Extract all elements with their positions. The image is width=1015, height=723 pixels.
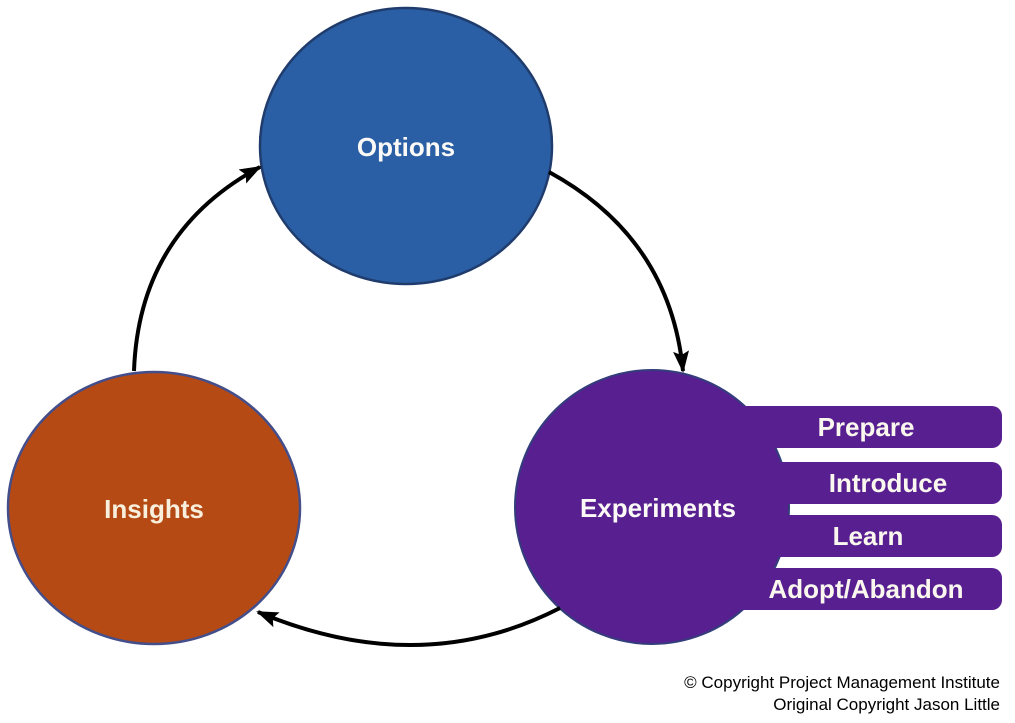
- tab-connector-patch: [738, 462, 796, 504]
- tab-connector-patches: [738, 406, 796, 610]
- arrow-options-to-experiments: [548, 170, 690, 373]
- step-label-adopt-abandon: Adopt/Abandon: [769, 574, 964, 604]
- insights-node: [6, 370, 302, 646]
- step-label-learn: Learn: [833, 521, 904, 551]
- copyright-line-1: © Copyright Project Management Institute: [684, 673, 1000, 692]
- copyright-footer: © Copyright Project Management Institute…: [684, 673, 1000, 714]
- insights-label: Insights: [104, 494, 204, 524]
- options-label: Options: [357, 132, 455, 162]
- experiment-step-labels: Prepare Introduce Learn Adopt/Abandon: [769, 412, 964, 604]
- experiments-node: [514, 369, 790, 645]
- options-node: [258, 6, 554, 286]
- experiments-label: Experiments: [580, 493, 736, 523]
- tab-connector-patch: [738, 568, 796, 610]
- step-label-prepare: Prepare: [818, 412, 915, 442]
- cycle-arrows: [132, 165, 690, 647]
- tab-connector-patch: [738, 515, 796, 557]
- copyright-line-2: Original Copyright Jason Little: [773, 695, 1000, 714]
- arrow-insights-to-options: [132, 165, 262, 372]
- tab-connector-patch: [738, 406, 796, 448]
- step-label-introduce: Introduce: [829, 468, 947, 498]
- arrow-experiments-to-insights: [256, 606, 561, 647]
